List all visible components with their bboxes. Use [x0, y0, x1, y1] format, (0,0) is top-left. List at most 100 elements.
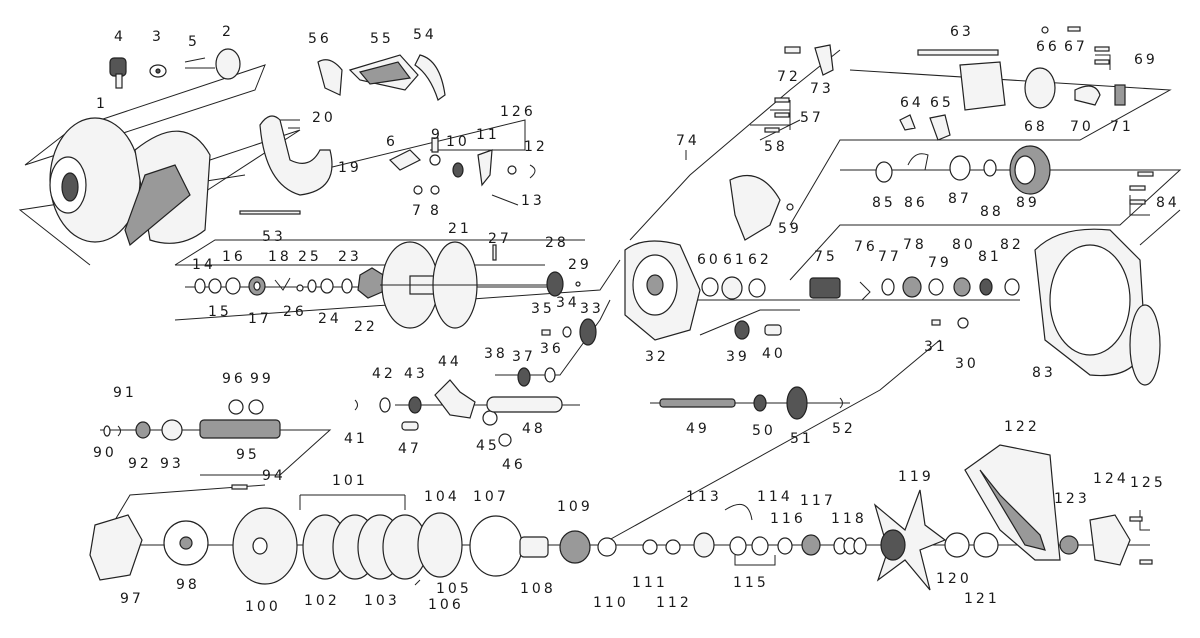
label-65: 65	[930, 95, 954, 111]
label-21: 21	[448, 221, 472, 237]
label-26: 26	[283, 304, 307, 320]
part-53-pin	[239, 210, 301, 215]
label-80: 80	[952, 237, 976, 253]
part-21-spool	[357, 241, 555, 329]
label-9: 9	[431, 127, 443, 143]
label-16: 16	[222, 249, 246, 265]
label-20: 20	[312, 110, 336, 126]
label-85: 85	[872, 195, 896, 211]
label-97: 97	[120, 591, 144, 607]
label-105: 105	[436, 581, 472, 597]
label-66: 66	[1036, 39, 1060, 55]
label-102: 102	[304, 593, 340, 609]
label-43: 43	[404, 366, 428, 382]
label-101: 101	[332, 473, 368, 489]
label-62: 62	[748, 252, 772, 268]
label-33: 33	[580, 301, 604, 317]
label-51: 51	[790, 431, 814, 447]
part-107-112-bushings	[519, 530, 681, 564]
label-93: 93	[160, 456, 184, 472]
part-63-73-clutch	[784, 26, 1126, 141]
label-82: 82	[1000, 237, 1024, 253]
label-10: 10	[446, 134, 470, 150]
label-54: 54	[413, 27, 437, 43]
label-3: 3	[152, 29, 164, 45]
part-57-62	[701, 97, 794, 300]
part-119-star-drag	[873, 489, 947, 591]
part-90-95-knob-shaft	[103, 399, 281, 490]
label-47: 47	[398, 441, 422, 457]
part-83-right-side-plate	[931, 228, 1161, 386]
label-11: 11	[476, 127, 500, 143]
label-69: 69	[1134, 52, 1158, 68]
label-118: 118	[831, 511, 867, 527]
label-39: 39	[726, 349, 750, 365]
label-14: 14	[192, 257, 216, 273]
part-33-38-gears	[495, 318, 597, 387]
label-95: 95	[236, 447, 260, 463]
label-45: 45	[476, 438, 500, 454]
label-18: 18	[268, 249, 292, 265]
label-87: 87	[948, 191, 972, 207]
label-36: 36	[540, 341, 564, 357]
label-17: 17	[248, 311, 272, 327]
label-42: 42	[372, 366, 396, 382]
label-115: 115	[733, 575, 769, 591]
label-32: 32	[645, 349, 669, 365]
label-109: 109	[557, 499, 593, 515]
label-12: 12	[524, 139, 548, 155]
part-75-82-drive-shaft-parts	[809, 276, 1020, 301]
label-4: 4	[114, 29, 126, 45]
label-67: 67	[1064, 39, 1088, 55]
part-28-pinion-gear	[546, 271, 581, 297]
label-107: 107	[473, 489, 509, 505]
label-108: 108	[520, 581, 556, 597]
label-119: 119	[898, 469, 934, 485]
label-57: 57	[800, 110, 824, 126]
label-92: 92	[128, 456, 152, 472]
label-117: 117	[800, 493, 836, 509]
part-6-13-small-parts	[388, 137, 536, 206]
label-44: 44	[438, 354, 462, 370]
label-19: 19	[338, 160, 362, 176]
part-97-106-drag-stack	[89, 507, 523, 586]
label-46: 46	[502, 457, 526, 473]
label-49: 49	[686, 421, 710, 437]
label-5: 5	[188, 34, 200, 50]
label-94: 94	[262, 468, 286, 484]
label-64: 64	[900, 95, 924, 111]
label-41: 41	[344, 431, 368, 447]
label-35: 35	[531, 301, 555, 317]
label-121: 121	[964, 591, 1000, 607]
label-7: 7	[412, 203, 424, 219]
label-31: 31	[924, 339, 948, 355]
label-2: 2	[222, 24, 234, 40]
label-111: 111	[632, 575, 668, 591]
part-49-52-worm-shaft	[659, 386, 843, 420]
label-30: 30	[955, 356, 979, 372]
label-48: 48	[522, 421, 546, 437]
label-1: 1	[96, 96, 108, 112]
part-19-brake-plate	[259, 115, 333, 196]
part-39-40	[734, 320, 782, 340]
label-71: 71	[1110, 119, 1134, 135]
label-104: 104	[424, 489, 460, 505]
part-54-56-covers	[317, 54, 446, 101]
label-78: 78	[903, 237, 927, 253]
label-81: 81	[978, 249, 1002, 265]
label-59: 59	[778, 221, 802, 237]
label-40: 40	[762, 346, 786, 362]
part-41-48-levelwind	[354, 379, 563, 447]
part-2-5-cap-group	[109, 48, 241, 89]
label-83: 83	[1032, 365, 1056, 381]
label-123: 123	[1054, 491, 1090, 507]
part-14-26-bearing-row	[194, 276, 353, 296]
label-38: 38	[484, 346, 508, 362]
part-113-118-handle-hub	[693, 503, 867, 558]
part-120-125-handle	[944, 444, 1153, 566]
label-68: 68	[1024, 119, 1048, 135]
label-79: 79	[928, 255, 952, 271]
label-86: 86	[904, 195, 928, 211]
label-23: 23	[338, 249, 362, 265]
